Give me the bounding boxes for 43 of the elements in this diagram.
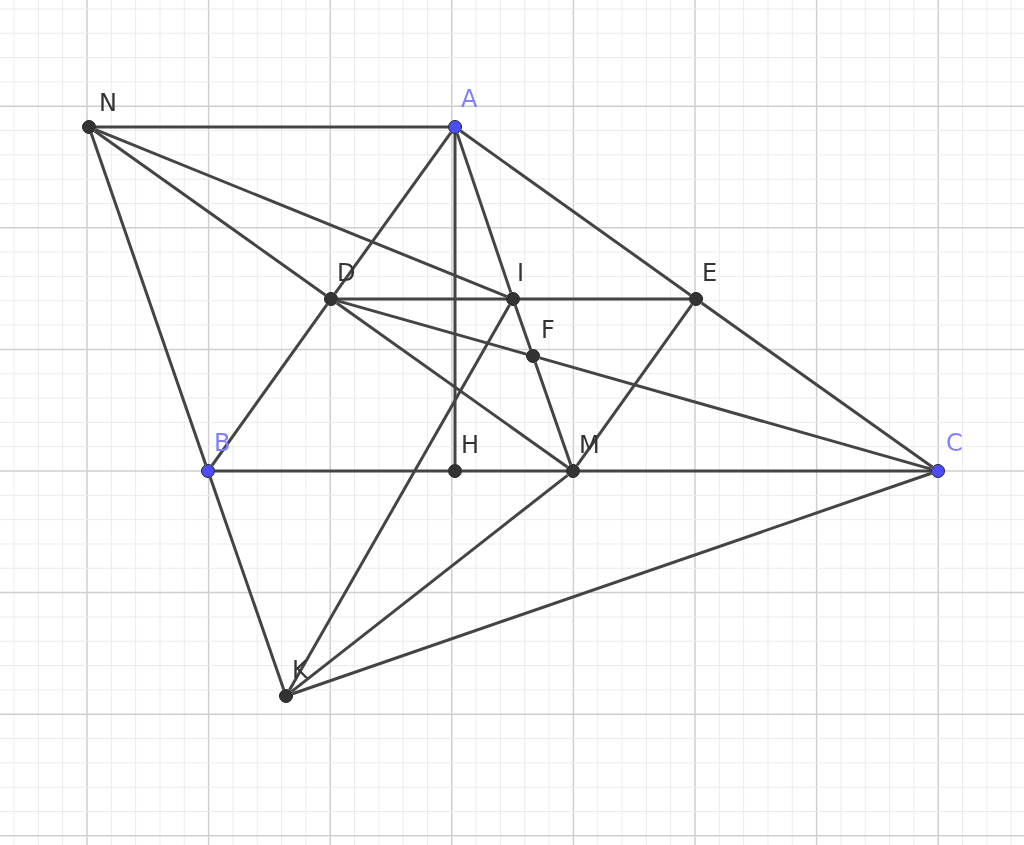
line-segment [208, 477, 286, 690]
line-segment [96, 125, 448, 129]
line-segment [575, 303, 694, 467]
line-segment [93, 129, 327, 297]
point-dot [279, 689, 293, 703]
line-segment [462, 469, 566, 473]
line-segment [288, 304, 511, 691]
point-dot [82, 120, 96, 134]
line-segment [513, 305, 533, 350]
line-segment [292, 471, 932, 696]
line-segment [539, 356, 932, 471]
point-label: H [461, 433, 480, 457]
line-segment [453, 134, 457, 464]
line-segment [210, 303, 329, 467]
point-label: F [541, 318, 555, 342]
point-label: A [461, 87, 478, 111]
point-label: E [702, 261, 718, 285]
line-segment [338, 297, 506, 301]
point-dot [566, 464, 580, 478]
point-dot [526, 349, 540, 363]
point-label: I [517, 261, 525, 285]
point-label: N [99, 91, 117, 115]
point-dot [324, 292, 338, 306]
line-segment [580, 469, 931, 473]
line-segment [520, 297, 689, 301]
point-dot [448, 120, 462, 134]
line-segment [459, 129, 692, 297]
line-segment [89, 133, 208, 465]
point-dot [201, 464, 215, 478]
line-segment [533, 362, 573, 465]
line-segment [215, 469, 448, 473]
line-segment [335, 301, 569, 469]
line-segment [290, 474, 569, 693]
line-segment [455, 133, 513, 293]
point-dot [689, 292, 703, 306]
line-segment [337, 299, 527, 356]
point-dot [506, 292, 520, 306]
point-dot [931, 464, 945, 478]
point-label: C [946, 431, 963, 455]
line-segment [333, 131, 453, 295]
line-segment [94, 128, 508, 298]
line-segment [700, 301, 934, 469]
point-dot [448, 464, 462, 478]
